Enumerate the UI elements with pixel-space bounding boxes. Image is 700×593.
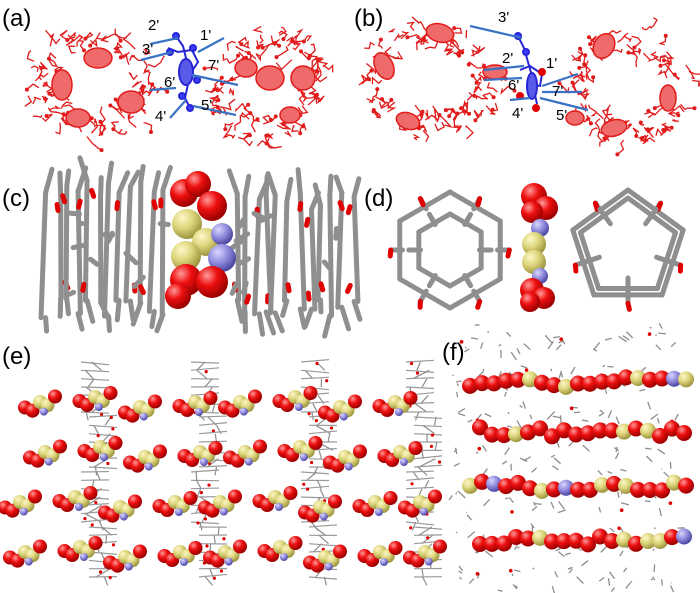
- panel-c: (c): [2, 155, 363, 339]
- panel-e: (e): [0, 343, 447, 586]
- guest-spacefill-c: [165, 171, 236, 309]
- contact-labels-b: 3' 2' 6' 1' 7' 4' 5': [498, 9, 567, 124]
- svg-text:6': 6': [508, 77, 519, 94]
- host-wireframe-a: [24, 25, 334, 153]
- svg-text:5': 5': [201, 97, 212, 114]
- svg-text:1': 1': [546, 55, 557, 72]
- host-rings-b: [373, 22, 677, 138]
- packing-lattice-e: [0, 359, 447, 586]
- svg-text:5': 5': [556, 107, 567, 124]
- host-sticks-c-right: [226, 167, 363, 339]
- svg-text:2': 2': [502, 50, 513, 67]
- contact-lines-b: [469, 24, 589, 112]
- guest-molecule-a: [166, 32, 201, 112]
- svg-text:2': 2': [148, 17, 159, 34]
- host-sticks-c-left: [38, 155, 173, 334]
- svg-text:7': 7': [208, 57, 219, 74]
- svg-text:3': 3': [498, 9, 509, 26]
- panel-f: (f): [442, 322, 694, 593]
- svg-text:4': 4': [155, 108, 166, 125]
- panel-a: (a) 2': [2, 5, 334, 153]
- packing-lattice-f: [448, 322, 694, 593]
- guest-spacefill-d: [520, 183, 558, 312]
- host-sticks-d-left: [387, 189, 512, 311]
- panel-d: (d): [364, 183, 686, 312]
- contact-labels-a: 2' 3' 1' 6' 7' 4' 5': [142, 17, 219, 125]
- guest-molecule-b: [514, 32, 546, 112]
- host-rings-a: [51, 47, 316, 128]
- host-sticks-d-right: [570, 187, 686, 312]
- panel-a-label: (a): [2, 5, 31, 32]
- svg-text:7': 7': [552, 83, 563, 100]
- panel-b: (b): [354, 5, 700, 157]
- svg-text:3': 3': [142, 41, 153, 58]
- panel-e-label: (e): [2, 343, 31, 370]
- panel-d-label: (d): [364, 185, 393, 212]
- panel-c-label: (c): [2, 185, 30, 212]
- panel-f-label: (f): [442, 339, 465, 366]
- svg-text:4': 4': [512, 105, 523, 122]
- contact-lines-a: [140, 36, 239, 119]
- panel-b-label: (b): [354, 5, 383, 32]
- svg-text:6': 6': [164, 74, 175, 91]
- svg-text:1': 1': [200, 27, 211, 44]
